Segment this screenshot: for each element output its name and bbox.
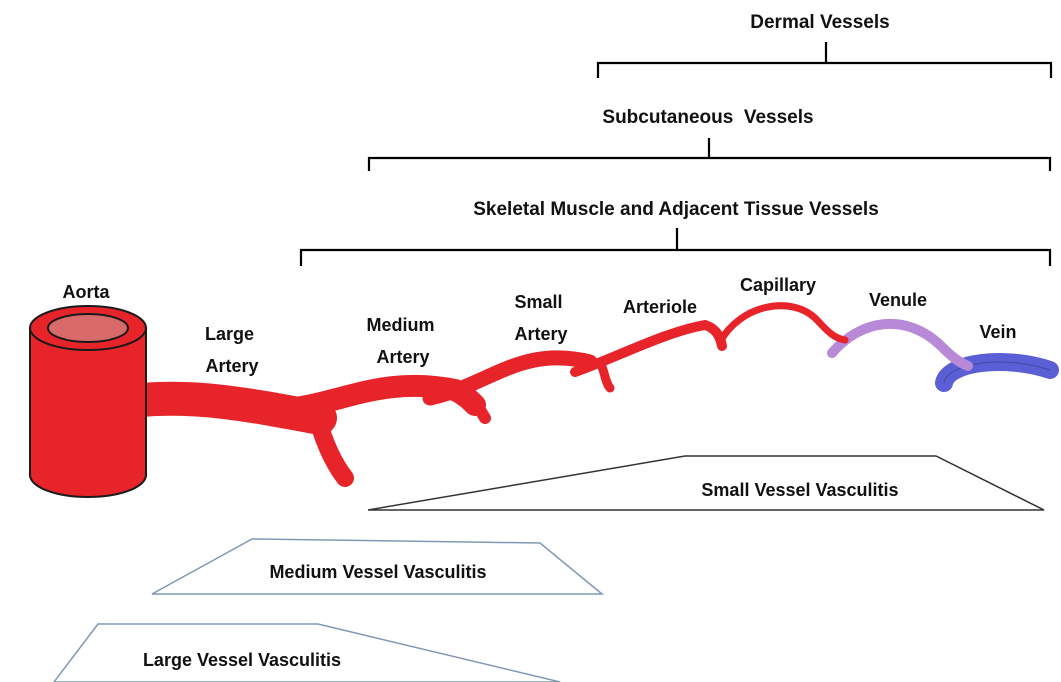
- small-artery-label-line2: Artery: [514, 324, 567, 344]
- large-artery-segment: [140, 399, 320, 418]
- medium-artery-label-line2: Artery: [376, 347, 429, 367]
- bracket-subcutaneous: [369, 138, 1050, 171]
- arteriole-label: Arteriole: [623, 297, 697, 317]
- subcutaneous-vessels-label: Subcutaneous Vessels: [602, 107, 813, 128]
- aorta-cylinder: [30, 306, 146, 497]
- medium-artery-label: Medium Artery: [366, 315, 439, 367]
- aorta-label: Aorta: [62, 282, 110, 302]
- venule-label: Venule: [869, 290, 927, 310]
- bracket-dermal: [598, 42, 1051, 78]
- small-vessel-vasculitis-label: Small Vessel Vasculitis: [701, 480, 898, 500]
- vein-label: Vein: [979, 322, 1016, 342]
- large-artery-label: Large Artery: [205, 324, 259, 376]
- large-artery-label-line1: Large: [205, 324, 254, 344]
- capillary-label: Capillary: [740, 275, 816, 295]
- medium-artery-label-line1: Medium: [366, 315, 434, 335]
- capillary-segment: [720, 306, 845, 342]
- dermal-vessels-label: Dermal Vessels: [750, 12, 889, 33]
- medium-vessel-vasculitis-label: Medium Vessel Vasculitis: [269, 562, 486, 582]
- skeletal-muscle-vessels-label: Skeletal Muscle and Adjacent Tissue Vess…: [473, 199, 879, 220]
- small-artery-label: Small Artery: [514, 292, 567, 344]
- aorta-lumen: [48, 314, 128, 342]
- large-vessel-vasculitis-label: Large Vessel Vasculitis: [143, 650, 341, 670]
- venule-segment: [832, 324, 968, 366]
- large-artery-label-line2: Artery: [205, 356, 258, 376]
- small-artery-label-line1: Small: [514, 292, 562, 312]
- bracket-skeletal: [301, 228, 1050, 266]
